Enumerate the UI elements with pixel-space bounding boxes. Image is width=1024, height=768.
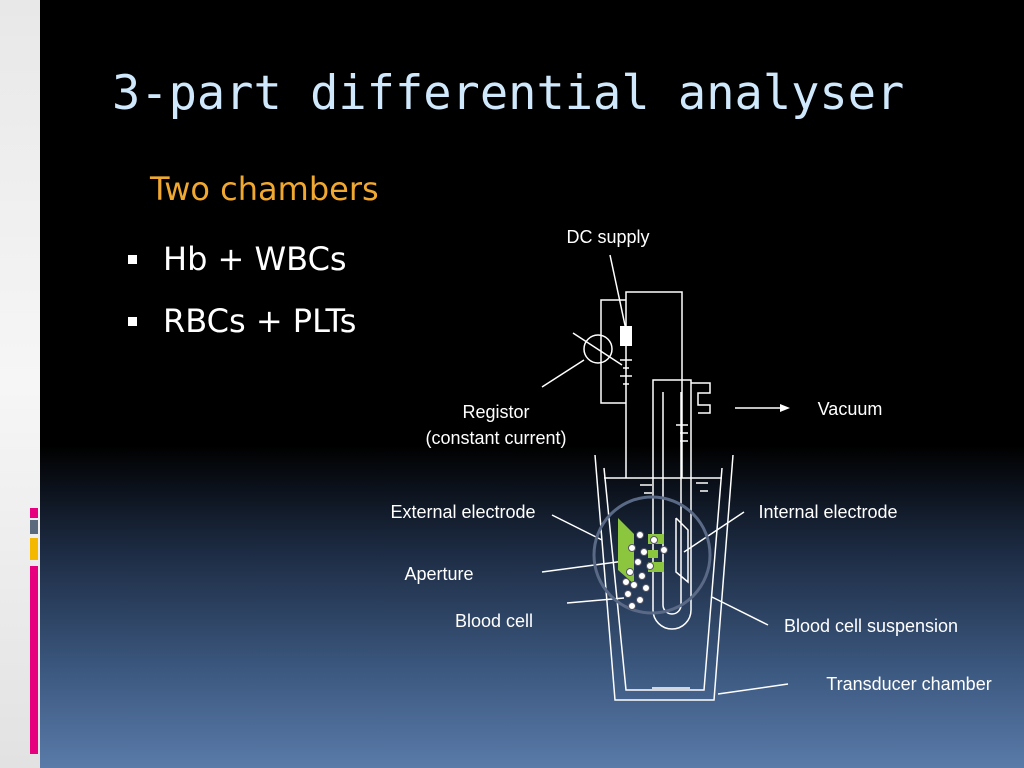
registor-meter-needle xyxy=(572,332,623,366)
square-bullet-icon xyxy=(128,316,137,326)
label-transducer-chamber: Transducer chamber xyxy=(826,674,991,694)
dc-supply-leader-line xyxy=(609,254,627,331)
bullet-text: Hb + WBCs xyxy=(163,240,347,278)
bullet-item: RBCs + PLTs xyxy=(128,290,356,352)
label-dc-supply: DC supply xyxy=(566,227,649,247)
aperture-green-bottom xyxy=(648,562,664,572)
label-aperture: Aperture xyxy=(404,564,473,584)
vacuum-outlet xyxy=(691,382,711,414)
accent-bar-yellow xyxy=(30,538,38,560)
bullet-text: RBCs + PLTs xyxy=(163,302,357,340)
external-electrode-rod xyxy=(625,291,683,478)
subheading: Two chambers xyxy=(150,170,379,208)
bullet-list: Hb + WBCs RBCs + PLTs xyxy=(128,228,356,352)
transducer-chamber-leader xyxy=(717,683,789,695)
accent-bar-pink-long xyxy=(30,566,38,754)
label-blood-cell-suspension: Blood cell suspension xyxy=(784,616,958,636)
external-electrode-leader xyxy=(551,514,603,541)
bullet-item: Hb + WBCs xyxy=(128,228,356,290)
label-blood-cell: Blood cell xyxy=(455,611,533,631)
aperture-green-mid xyxy=(648,550,658,558)
blood-cell-cluster xyxy=(622,531,668,610)
resistor-block xyxy=(620,326,632,346)
label-vacuum: Vacuum xyxy=(818,399,883,419)
suspension-leader xyxy=(711,596,769,626)
accent-bar-pink-top xyxy=(30,508,38,518)
label-constant-current: (constant current) xyxy=(425,428,566,448)
accent-bar-gray xyxy=(30,520,38,534)
aperture-leader xyxy=(541,559,633,573)
internal-electrode-plate xyxy=(675,517,689,584)
transducer-chamber-outline xyxy=(594,454,734,701)
vacuum-arrow-head-icon xyxy=(780,404,790,412)
label-external-electrode: External electrode xyxy=(390,502,535,522)
magnifier-ring xyxy=(592,495,712,615)
external-electrode-green xyxy=(618,518,634,584)
slide-title: 3-part differential analyser xyxy=(112,66,905,121)
square-bullet-icon xyxy=(128,254,137,264)
internal-electrode-leader xyxy=(683,511,745,553)
label-internal-electrode: Internal electrode xyxy=(758,502,897,522)
registor-meter-icon xyxy=(583,334,613,364)
registor-leader-line xyxy=(541,359,585,388)
label-registor: Registor xyxy=(462,402,529,422)
transducer-chamber-inner xyxy=(603,467,723,691)
inner-tube xyxy=(652,379,692,630)
